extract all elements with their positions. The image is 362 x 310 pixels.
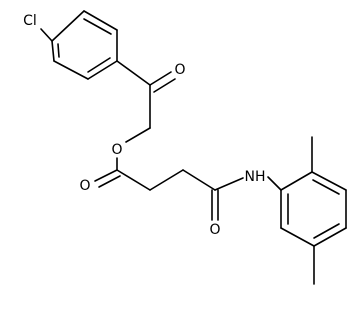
bond-ring1-inner-1 (83, 18, 112, 35)
bond-ring1-f (51, 40, 55, 62)
bond-ring2-b (311, 171, 347, 191)
bond-ch2-o (125, 127, 151, 143)
bond-ester-chain-1 (116, 169, 151, 191)
bond-chain-2 (149, 169, 184, 191)
bond-ring1-inner-2 (87, 57, 111, 73)
bond-ring2-d (313, 227, 347, 247)
bond-ketone-double-1 (149, 71, 172, 86)
atom-label-amide-o: O (209, 222, 220, 238)
atom-label-ketone-o: O (174, 62, 185, 78)
atom-label-ester-carbonyl-o: O (79, 178, 90, 194)
bond-ester-double-1 (94, 169, 118, 182)
bond-amide-n (214, 177, 244, 191)
bond-ring1-d (87, 60, 118, 80)
bond-cl-c (40, 28, 53, 42)
bond-ring2-inner-2 (313, 223, 340, 239)
bond-chain-3 (182, 169, 216, 191)
bond-ring2-a (280, 171, 313, 191)
bonds (40, 10, 347, 285)
bond-ring2-inner-1 (312, 179, 340, 195)
atom-label-amide-nh: NH (245, 169, 266, 185)
atom-labels: Cl O O O NH O (23, 13, 265, 238)
bond-ring2-e (280, 227, 315, 247)
bond-ring1-e (53, 60, 89, 80)
bond-ring1-a (51, 10, 85, 42)
bond-ester-double-2 (98, 175, 121, 188)
atom-label-cl: Cl (23, 13, 37, 29)
bond-n-ring (267, 176, 282, 191)
bond-ring1-inner-3 (57, 43, 60, 58)
atom-label-ester-o: O (111, 142, 122, 158)
bond-ring-ketone (116, 60, 151, 86)
bond-ring1-b (83, 10, 118, 31)
bond-ketone-double-2 (153, 78, 176, 93)
